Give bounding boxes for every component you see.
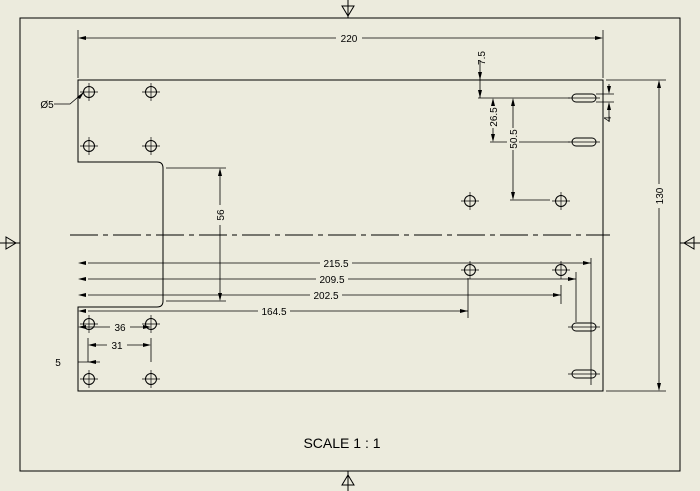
dim-hole-209: 209.5 (319, 275, 344, 286)
hole (80, 370, 98, 388)
hole (461, 192, 479, 210)
hole (80, 315, 98, 333)
slot (568, 137, 600, 147)
slot (568, 322, 600, 332)
dim-hole-202: 202.5 (313, 291, 338, 302)
part-outline (77, 79, 604, 392)
dim-hole-36: 36 (114, 323, 126, 334)
slot (568, 369, 600, 379)
dim-notch-height: 56 (216, 209, 227, 221)
dimension-labels: 220 130 7.5 26.5 50.5 4 56 215.5 209.5 2… (40, 32, 666, 369)
dim-overall-width: 220 (341, 34, 358, 45)
dim-hole-5: 5 (55, 358, 61, 369)
slots-group (568, 93, 600, 379)
dim-hole-215: 215.5 (323, 259, 348, 270)
hole (461, 261, 479, 279)
holes-group (80, 83, 570, 388)
hole (552, 261, 570, 279)
hole (142, 315, 160, 333)
hole (552, 192, 570, 210)
hole (142, 137, 160, 155)
dimension-lines (54, 30, 666, 392)
dim-hole-diameter: Ø5 (40, 100, 54, 111)
dim-slot-row2: 26.5 (489, 107, 500, 127)
dim-slot-row3: 50.5 (509, 129, 520, 149)
dim-overall-height: 130 (655, 187, 666, 204)
dim-top-slot-offset: 7.5 (477, 51, 488, 65)
sheet-border (19, 17, 681, 472)
hole (80, 137, 98, 155)
slot (568, 93, 600, 103)
dim-slot-width: 4 (603, 116, 614, 122)
hole (142, 83, 160, 101)
hole (142, 370, 160, 388)
hole (80, 83, 98, 101)
dimension-arrows (77, 36, 661, 391)
dim-hole-31: 31 (111, 341, 123, 352)
scale-label: SCALE 1 : 1 (303, 435, 380, 451)
dim-hole-164: 164.5 (261, 307, 286, 318)
